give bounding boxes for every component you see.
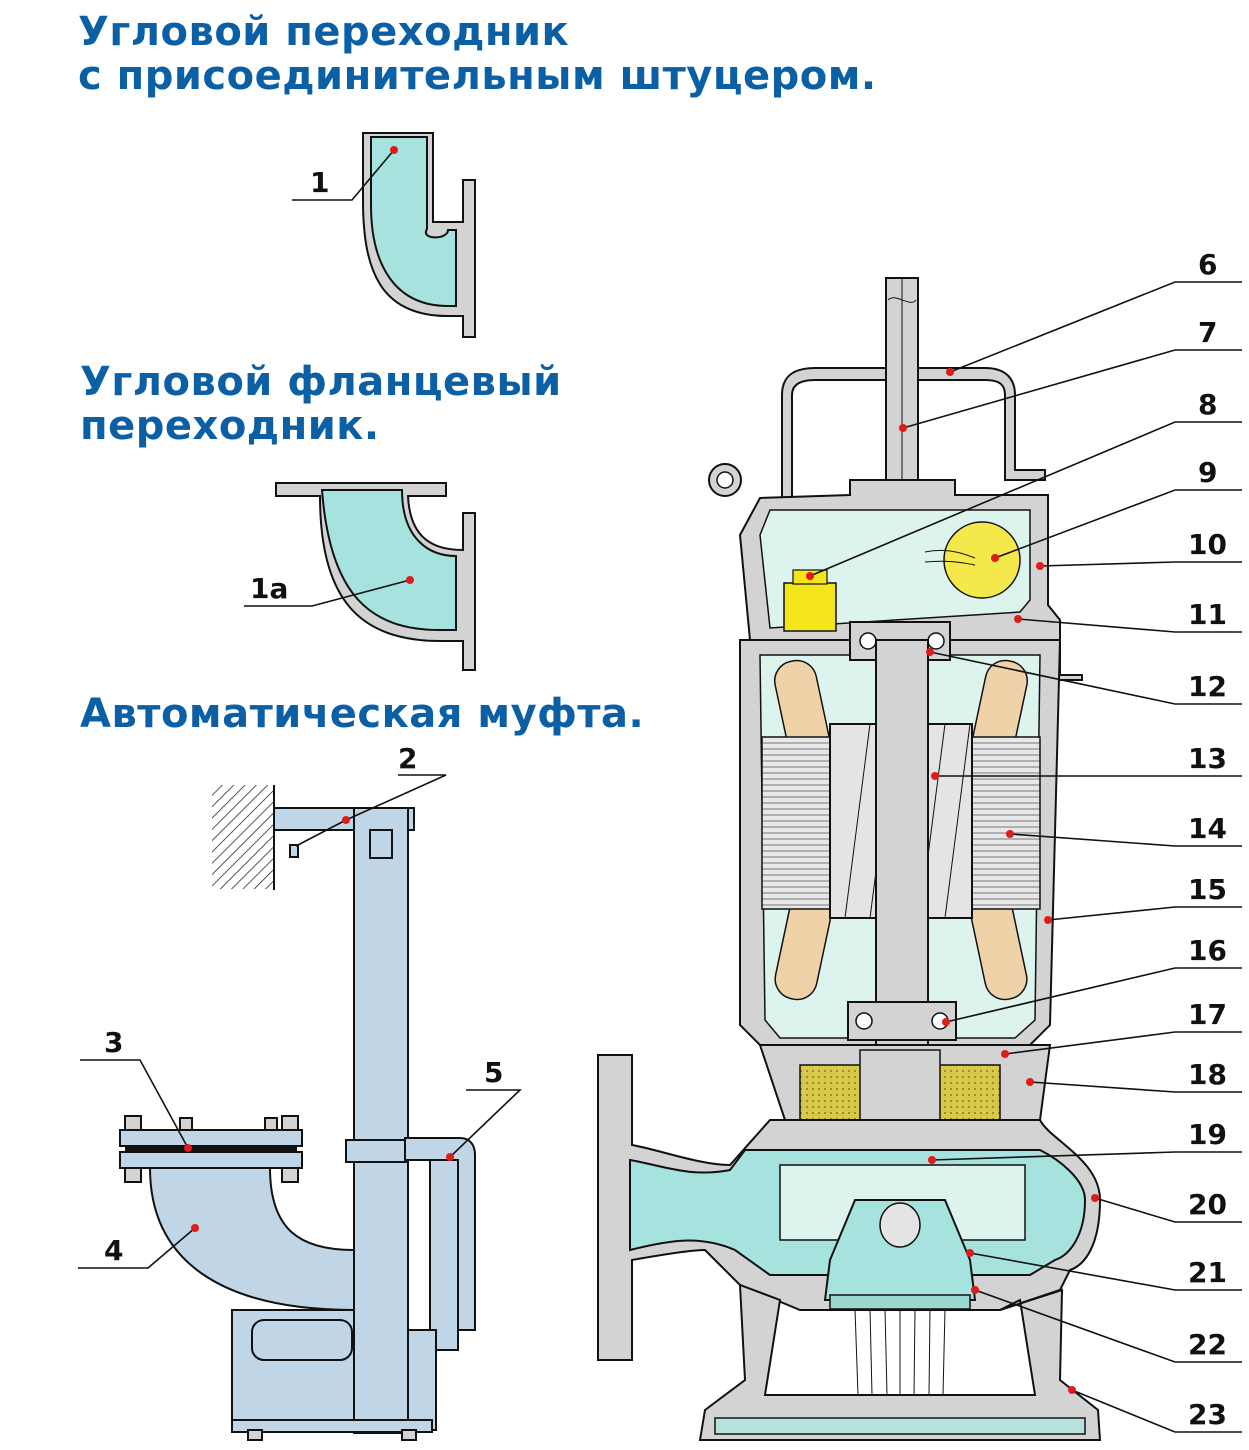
label-16: 16 xyxy=(1188,934,1227,967)
auto-coupling-drawing xyxy=(119,785,476,1441)
heading-auto-coupling: Автоматическая муфта. xyxy=(80,691,645,737)
label-20: 20 xyxy=(1188,1188,1227,1221)
label-6: 6 xyxy=(1198,248,1217,281)
label-1: 1 xyxy=(310,166,329,199)
label-19: 19 xyxy=(1188,1118,1227,1151)
pump-cross-section xyxy=(597,277,1102,1441)
label-22: 22 xyxy=(1188,1328,1227,1361)
label-2: 2 xyxy=(398,742,417,775)
label-3: 3 xyxy=(104,1026,123,1059)
leader-lines xyxy=(78,149,1242,1433)
label-12: 12 xyxy=(1188,670,1227,703)
label-17: 17 xyxy=(1188,998,1227,1031)
label-14: 14 xyxy=(1188,812,1227,845)
flange-adapter-drawing xyxy=(275,482,476,671)
label-7: 7 xyxy=(1198,316,1217,349)
label-10: 10 xyxy=(1188,528,1227,561)
label-1a: 1а xyxy=(250,572,288,605)
label-18: 18 xyxy=(1188,1058,1227,1091)
label-11: 11 xyxy=(1188,598,1227,631)
label-15: 15 xyxy=(1188,873,1227,906)
label-8: 8 xyxy=(1198,388,1217,421)
label-5: 5 xyxy=(484,1056,503,1089)
label-13: 13 xyxy=(1188,742,1227,775)
heading-flange-adapter: Угловой фланцевый переходник. xyxy=(80,359,562,449)
label-9: 9 xyxy=(1198,456,1217,489)
angle-adapter-drawing xyxy=(362,132,476,338)
part-markers xyxy=(184,146,1099,1394)
label-4: 4 xyxy=(104,1234,123,1267)
label-23: 23 xyxy=(1188,1398,1227,1431)
heading-angle-adapter: Угловой переходник с присоединительным ш… xyxy=(78,9,877,99)
label-21: 21 xyxy=(1188,1256,1227,1289)
